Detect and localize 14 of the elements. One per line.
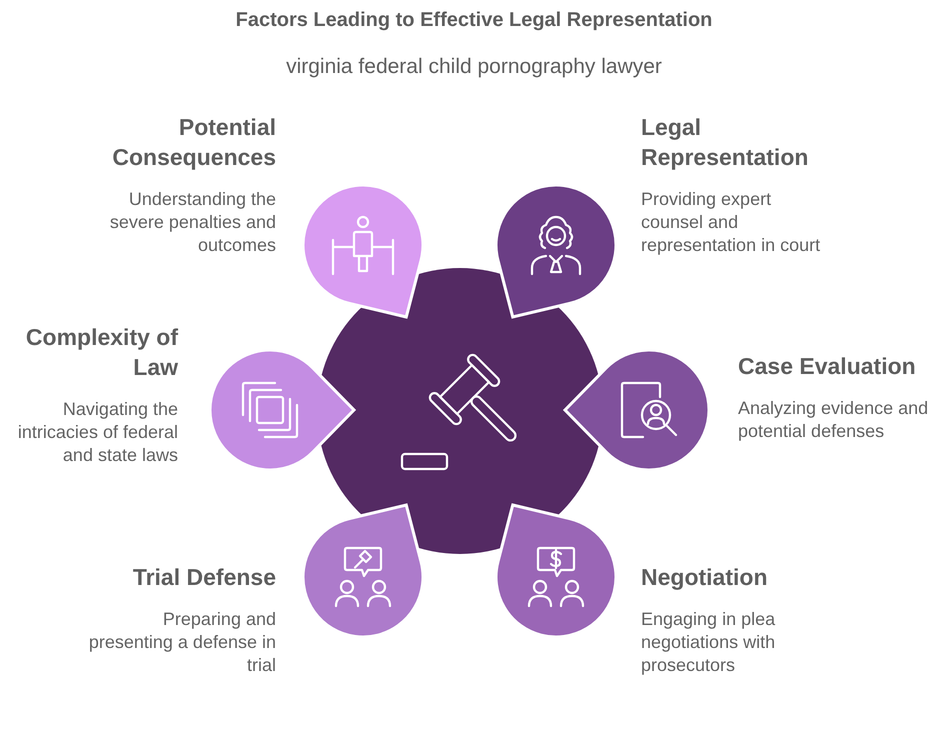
factor-heading: Trial Defense <box>132 562 276 592</box>
factor-description: Preparing and presenting a defense in trial <box>88 608 276 677</box>
diagram-title: Factors Leading to Effective Legal Representation <box>236 8 712 32</box>
factor-description: Providing expert counsel and representation in court <box>641 188 822 257</box>
factor-heading: Potential Consequences <box>111 113 276 172</box>
subtitle: virginia federal child pornography lawyer <box>286 54 662 80</box>
factor-heading: Legal Representation <box>641 113 810 172</box>
factor-heading: Negotiation <box>641 562 768 592</box>
factor-description: Engaging in plea negotiations with prosecutors <box>641 608 776 677</box>
factor-description: Understanding the severe penalties and outcomes <box>108 188 276 257</box>
factor-heading: Complexity of Law <box>24 323 178 382</box>
factor-heading: Case Evaluation <box>738 352 916 381</box>
factor-description: Analyzing evidence and potential defenses <box>738 397 930 443</box>
factor-description: Navigating the intricacies of federal and state laws <box>16 398 178 467</box>
